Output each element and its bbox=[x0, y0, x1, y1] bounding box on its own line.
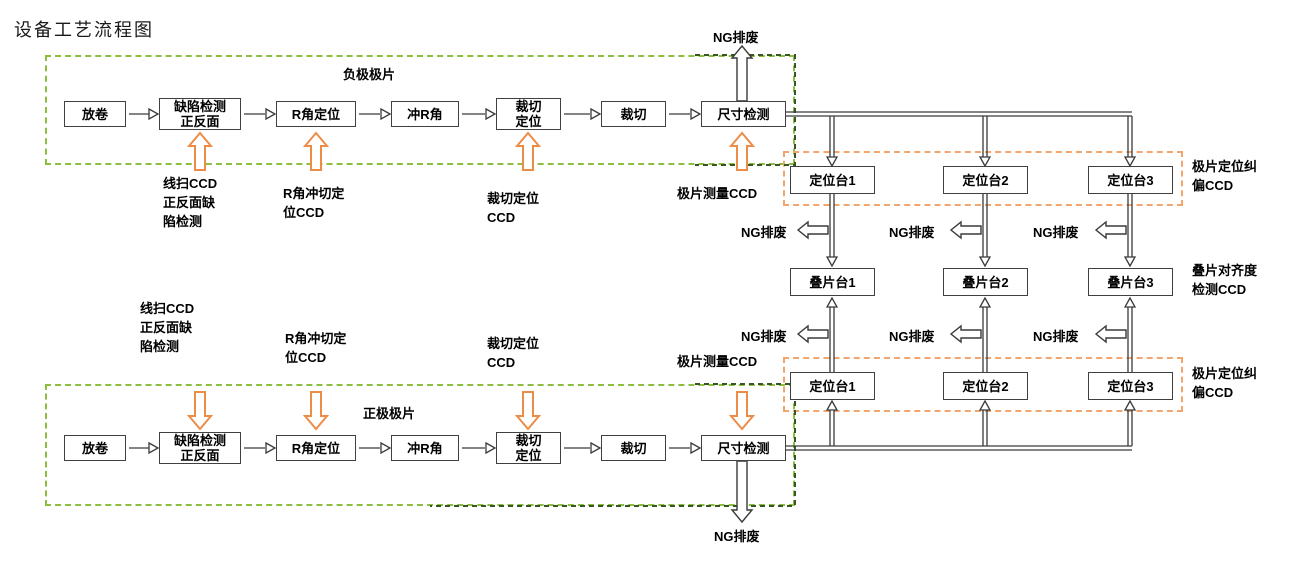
arrow-head bbox=[148, 107, 160, 121]
positioning-table-top-2: 定位台2 bbox=[943, 166, 1028, 194]
pos-step-cut-position: 裁切 定位 bbox=[496, 432, 561, 464]
stacking-ccd-label: 叠片对齐度 检测CCD bbox=[1192, 263, 1258, 297]
ng-side-arrows-lower bbox=[796, 324, 1127, 344]
arrow-head bbox=[265, 441, 277, 455]
neg-step-size-inspect: 尺寸检测 bbox=[701, 101, 786, 127]
ng-label-upper-1: NG排废 bbox=[741, 225, 787, 240]
arrow-head bbox=[1123, 399, 1137, 411]
pos-step-defect-inspect: 缺陷检测 正反面 bbox=[159, 432, 241, 464]
positioning-table-bottom-3: 定位台3 bbox=[1088, 372, 1173, 400]
pos-ccd-r-corner-label: R角冲切定 位CCD bbox=[285, 331, 347, 365]
positioning-table-top-1: 定位台1 bbox=[790, 166, 875, 194]
ng-label-bottom: NG排废 bbox=[714, 529, 760, 544]
negative-section-label: 负极极片 bbox=[343, 67, 396, 82]
ccd-arrow-down-icon bbox=[728, 391, 756, 431]
stacking-table-1: 叠片台1 bbox=[790, 268, 875, 296]
flow-arrows-negative bbox=[129, 107, 702, 121]
pos-step-r-corner-position: R角定位 bbox=[276, 435, 356, 461]
neg-step-unwind: 放卷 bbox=[64, 101, 126, 127]
ccd-arrow-up-icon bbox=[186, 131, 214, 171]
dark-green-border-positive bbox=[430, 383, 796, 507]
arrow-head bbox=[380, 441, 392, 455]
ng-arrow-left-icon bbox=[949, 220, 982, 240]
positive-section-label: 正极极片 bbox=[363, 406, 416, 421]
ng-arrow-left-icon bbox=[1094, 324, 1127, 344]
flow-arrows-positive bbox=[129, 441, 702, 455]
positioning-table-bottom-2: 定位台2 bbox=[943, 372, 1028, 400]
stacking-table-3: 叠片台3 bbox=[1088, 268, 1173, 296]
ng-label-upper-3: NG排废 bbox=[1033, 225, 1079, 240]
arrow-head bbox=[148, 441, 160, 455]
ng-arrow-up-icon bbox=[730, 44, 754, 102]
ng-label-lower-3: NG排废 bbox=[1033, 329, 1079, 344]
arrow-head bbox=[978, 156, 992, 168]
pos-ccd-cut-label: 裁切定位 CCD bbox=[487, 336, 540, 370]
ng-reject-arrows-vertical bbox=[730, 44, 754, 524]
arrow-head bbox=[825, 399, 839, 411]
neg-ccd-line-scan-label: 线扫CCD 正反面缺 陷检测 bbox=[163, 176, 218, 229]
arrow-head bbox=[265, 107, 277, 121]
pos-step-cut: 裁切 bbox=[601, 435, 666, 461]
ccd-arrow-up-icon bbox=[302, 131, 330, 171]
ng-arrow-down-icon bbox=[730, 460, 754, 524]
ng-arrow-left-icon bbox=[796, 220, 829, 240]
neg-step-punch-r-corner: 冲R角 bbox=[391, 101, 459, 127]
ccd-arrows-positive bbox=[186, 391, 756, 431]
neg-step-cut: 裁切 bbox=[601, 101, 666, 127]
arrow-head bbox=[825, 256, 839, 268]
arrow-head bbox=[690, 107, 702, 121]
ccd-arrows-negative bbox=[186, 131, 756, 171]
pos-step-unwind: 放卷 bbox=[64, 435, 126, 461]
ccd-arrow-up-icon bbox=[728, 131, 756, 171]
arrow-head bbox=[380, 107, 392, 121]
arrow-head bbox=[590, 441, 602, 455]
pos-ccd-line-scan-label: 线扫CCD 正反面缺 陷检测 bbox=[140, 301, 195, 354]
arrow-head bbox=[978, 399, 992, 411]
conveyor-bottom bbox=[786, 399, 1137, 451]
positive-section-frame bbox=[45, 384, 795, 506]
ccd-arrow-down-icon bbox=[302, 391, 330, 431]
ng-side-arrows-upper bbox=[796, 220, 1127, 240]
arrow-head bbox=[1123, 296, 1137, 308]
arrow-head bbox=[485, 107, 497, 121]
positioning-table-top-3: 定位台3 bbox=[1088, 166, 1173, 194]
arrow-head bbox=[978, 296, 992, 308]
arrow-head bbox=[825, 296, 839, 308]
arrow-head bbox=[690, 441, 702, 455]
transfer-arrows-up bbox=[825, 296, 1137, 372]
arrow-head bbox=[978, 256, 992, 268]
ng-arrow-left-icon bbox=[796, 324, 829, 344]
page-title: 设备工艺流程图 bbox=[14, 20, 154, 40]
arrow-head bbox=[1123, 156, 1137, 168]
transfer-arrows-down bbox=[825, 194, 1137, 268]
positioning-table-bottom-1: 定位台1 bbox=[790, 372, 875, 400]
arrow-head bbox=[485, 441, 497, 455]
pos-step-punch-r-corner: 冲R角 bbox=[391, 435, 459, 461]
ng-arrow-left-icon bbox=[1094, 220, 1127, 240]
stacking-table-2: 叠片台2 bbox=[943, 268, 1028, 296]
ccd-arrow-down-icon bbox=[514, 391, 542, 431]
neg-step-defect-inspect: 缺陷检测 正反面 bbox=[159, 98, 241, 130]
ng-label-lower-2: NG排废 bbox=[889, 329, 935, 344]
top-positioning-ccd-label: 极片定位纠 偏CCD bbox=[1192, 159, 1258, 193]
arrow-head bbox=[590, 107, 602, 121]
neg-ccd-measure-label: 极片测量CCD bbox=[677, 186, 758, 201]
ng-label-top: NG排废 bbox=[713, 30, 759, 45]
ng-label-upper-2: NG排废 bbox=[889, 225, 935, 240]
neg-step-r-corner-position: R角定位 bbox=[276, 101, 356, 127]
neg-step-cut-position: 裁切 定位 bbox=[496, 98, 561, 130]
ccd-arrow-down-icon bbox=[186, 391, 214, 431]
arrow-head bbox=[825, 156, 839, 168]
pos-step-size-inspect: 尺寸检测 bbox=[701, 435, 786, 461]
conveyor-top bbox=[786, 111, 1137, 168]
neg-ccd-cut-label: 裁切定位 CCD bbox=[487, 191, 540, 225]
pos-ccd-measure-label: 极片测量CCD bbox=[677, 354, 758, 369]
arrow-head bbox=[1123, 256, 1137, 268]
ng-arrow-left-icon bbox=[949, 324, 982, 344]
neg-ccd-r-corner-label: R角冲切定 位CCD bbox=[283, 186, 345, 220]
bottom-positioning-ccd-label: 极片定位纠 偏CCD bbox=[1192, 366, 1258, 400]
ccd-arrow-up-icon bbox=[514, 131, 542, 171]
ng-label-lower-1: NG排废 bbox=[741, 329, 787, 344]
